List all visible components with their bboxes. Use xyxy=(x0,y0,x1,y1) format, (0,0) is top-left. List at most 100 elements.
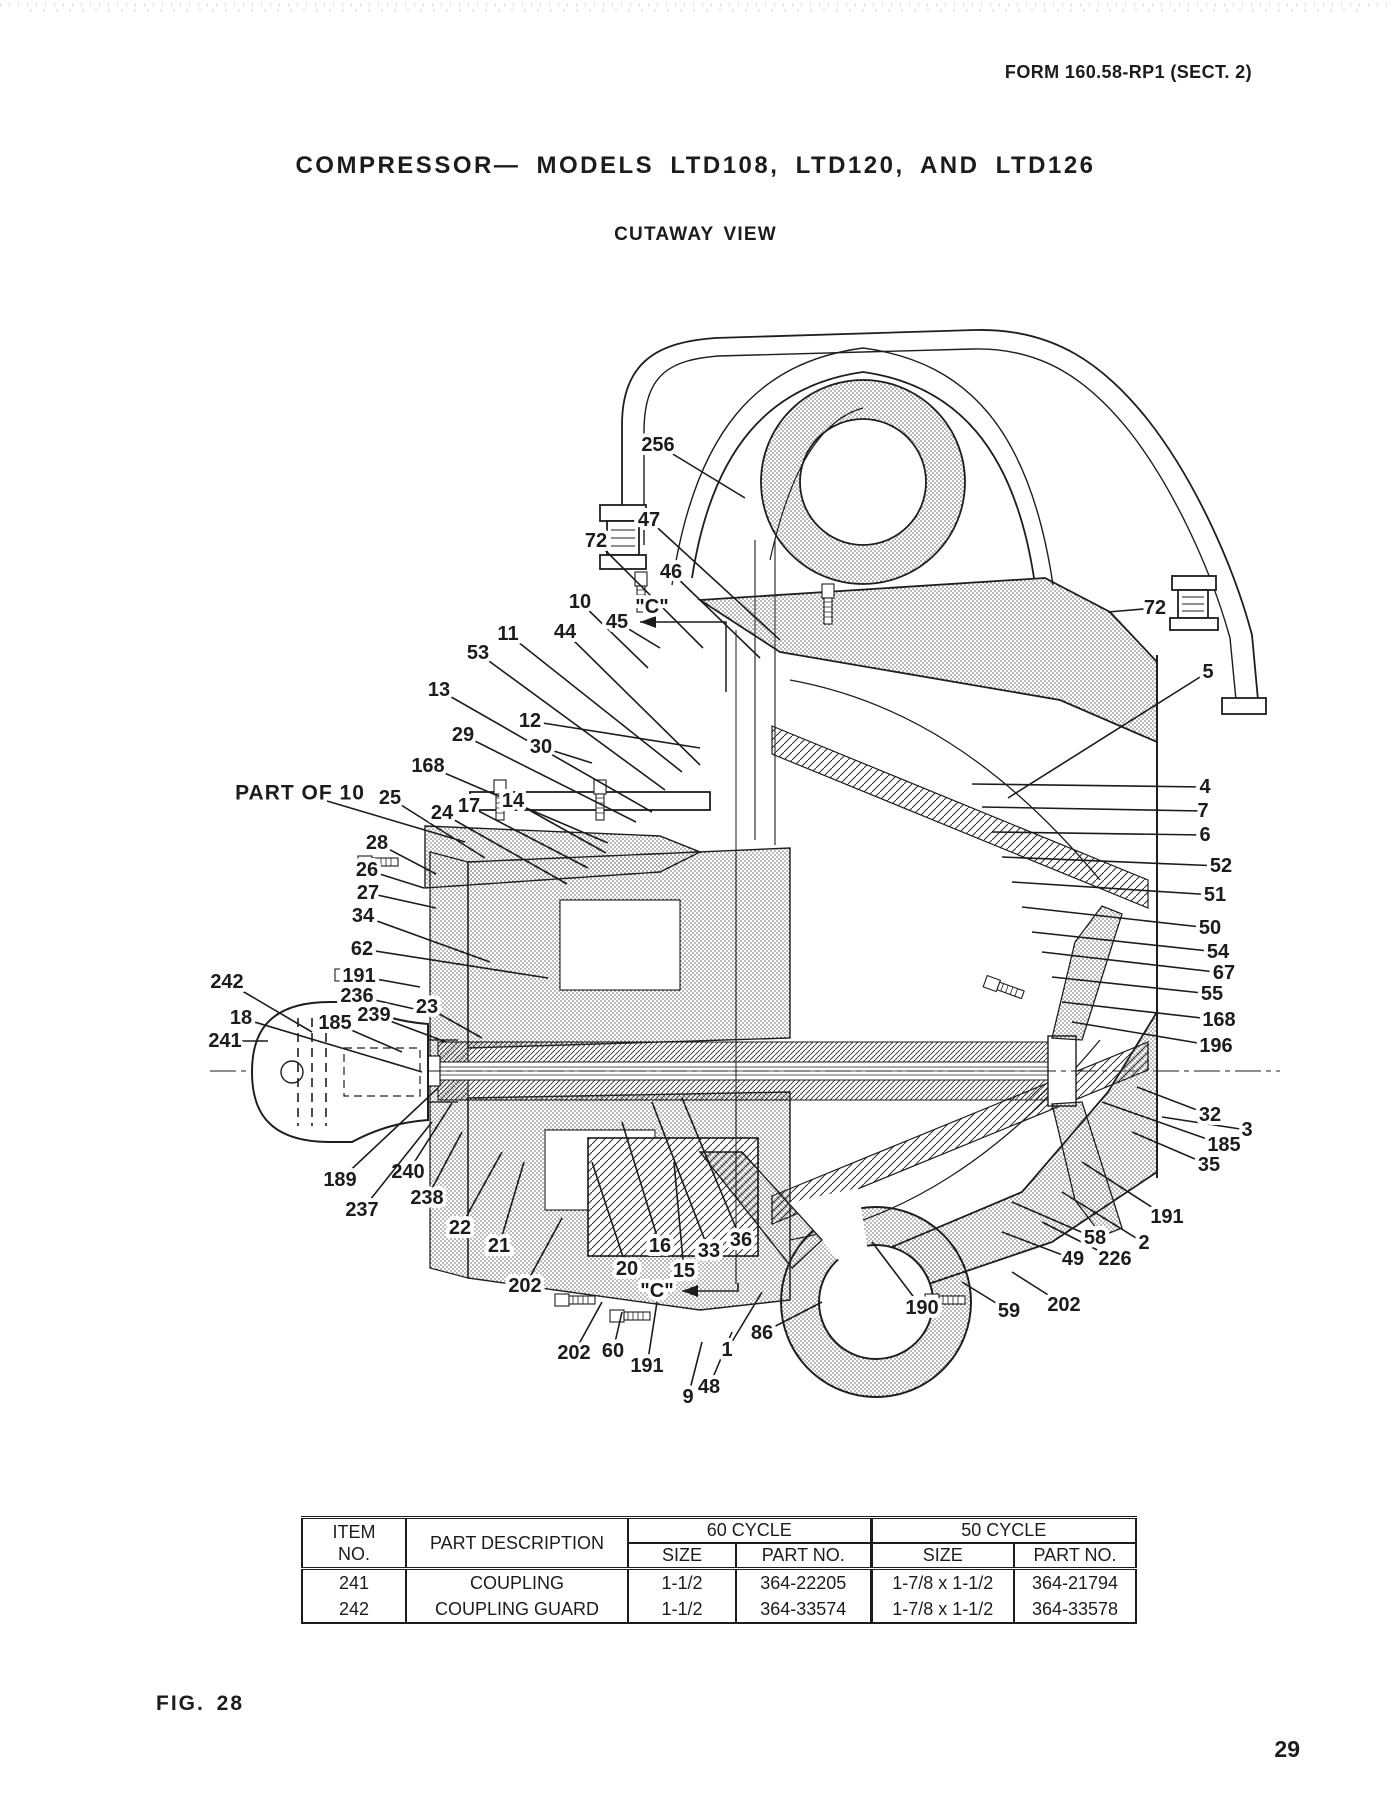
callout-leader xyxy=(299,792,466,843)
callout-leader xyxy=(961,1281,1010,1312)
callout-label: 13 xyxy=(428,679,450,701)
callout-label: 58 xyxy=(1084,1227,1106,1249)
callout-label: 35 xyxy=(1198,1154,1220,1176)
callout-leader xyxy=(687,1341,703,1398)
callout-label: 3 xyxy=(1241,1119,1252,1141)
callout-label: 51 xyxy=(1204,884,1226,906)
bolt-icon xyxy=(982,974,1025,1000)
callout-label: 241 xyxy=(208,1030,241,1052)
callout-label: 196 xyxy=(1199,1035,1232,1057)
callout-leader xyxy=(358,975,421,988)
callout-label: 16 xyxy=(649,1235,671,1257)
callout-leader xyxy=(389,797,486,859)
callout-label: 33 xyxy=(698,1240,720,1262)
callout-label: 14 xyxy=(502,790,525,812)
shaft xyxy=(210,1035,1280,1107)
callout-leader xyxy=(459,1151,503,1229)
callout-leader xyxy=(1001,1231,1074,1260)
callout-label: 191 xyxy=(630,1355,663,1377)
callout-label: 28 xyxy=(366,832,388,854)
callout-label: 189 xyxy=(323,1169,356,1191)
callout-leader xyxy=(1101,1101,1225,1146)
callout-label: 47 xyxy=(638,509,660,531)
callout-leader xyxy=(591,1161,628,1270)
callout-label: 13 xyxy=(428,679,450,701)
callout-leader xyxy=(708,1331,733,1388)
callout-label: 25 xyxy=(379,787,401,809)
callout-label: 9 xyxy=(682,1386,693,1408)
callout-label: 239 xyxy=(357,1004,390,1026)
section-arrow-icon xyxy=(682,1285,698,1297)
callout-label: 49 xyxy=(1062,1248,1084,1270)
callout-label: 185 xyxy=(1207,1134,1240,1156)
callout-leader xyxy=(1021,906,1211,929)
callout-leader xyxy=(871,1241,923,1309)
bolt-glyphs xyxy=(334,571,1025,1323)
callout-leader xyxy=(529,720,701,749)
callout-label: 238 xyxy=(410,1187,443,1209)
callout-label: 236 xyxy=(340,985,373,1007)
callout-leader xyxy=(612,1311,623,1352)
callout-label: 24 xyxy=(431,802,454,824)
section-label: "C" xyxy=(640,1280,673,1302)
callout-leader xyxy=(981,806,1204,812)
callout-leader xyxy=(1071,1021,1217,1047)
callout-label: 191 xyxy=(630,1355,663,1377)
col-header-partno-60: PART NO. xyxy=(734,1543,873,1570)
callout-label: 18 xyxy=(230,1007,252,1029)
callout-leader xyxy=(616,621,661,649)
callout-label: 62 xyxy=(351,938,373,960)
callout-leader xyxy=(362,915,491,963)
callout-label: 30 xyxy=(530,736,552,758)
callout-label: 202 xyxy=(508,1275,541,1297)
callout-label: 48 xyxy=(698,1376,720,1398)
callout-label: 202 xyxy=(1047,1294,1080,1316)
callout-label: 256 xyxy=(641,434,674,456)
callout-label: 3 xyxy=(1241,1119,1252,1141)
callout-label: 34 xyxy=(352,905,375,927)
callout-label: 185 xyxy=(318,1012,351,1034)
callout-label: 191 xyxy=(1150,1206,1183,1228)
callout-label: 29 xyxy=(452,724,474,746)
callout-label: 24 xyxy=(431,802,454,824)
callout-label: 18 xyxy=(230,1007,252,1029)
callout-leader xyxy=(595,540,704,649)
callout-leader xyxy=(646,1301,658,1367)
callout-label: 11 xyxy=(497,623,518,645)
callout-label: 34 xyxy=(352,905,375,927)
callout-label: 202 xyxy=(1047,1294,1080,1316)
callout-leader xyxy=(1131,1131,1210,1166)
scan-noise xyxy=(0,3,1391,7)
callout-label: 45 xyxy=(606,611,628,633)
callout-label: 15 xyxy=(673,1260,695,1282)
callout-leader xyxy=(361,1121,433,1211)
callout-label: 168 xyxy=(1202,1009,1235,1031)
callout-leader xyxy=(1011,1271,1065,1306)
callout-leader xyxy=(498,1161,525,1247)
callout-label: 48 xyxy=(698,1376,720,1398)
callout-leader xyxy=(426,1131,463,1199)
callout-label: 25 xyxy=(379,787,401,809)
callout-leader xyxy=(240,1017,423,1073)
callout-label: 191 xyxy=(342,965,375,987)
callout-label: 238 xyxy=(410,1187,443,1209)
bolt-icon xyxy=(634,571,648,613)
callout-leader xyxy=(1081,1161,1168,1218)
callout-label: 168 xyxy=(411,755,444,777)
callout-label: 72 xyxy=(585,530,607,552)
callout-label: 50 xyxy=(1199,917,1221,939)
callout-label: 27 xyxy=(357,882,379,904)
callout-leader xyxy=(407,1102,453,1173)
callout-label: 168 xyxy=(1202,1009,1235,1031)
callout-label: 72 xyxy=(585,530,607,552)
discharge-pipe xyxy=(599,329,1267,715)
callout-label: 21 xyxy=(488,1235,510,1257)
col-group-50-cycle: 50 CYCLE xyxy=(869,1516,1138,1544)
callout-label: 45 xyxy=(606,611,628,633)
page-number: 29 xyxy=(1274,1736,1300,1762)
callout-layer: 2562564747727246461010454544441111535313… xyxy=(204,430,1256,1412)
callout-label: 9 xyxy=(682,1386,693,1408)
section-label: "C" xyxy=(640,1280,673,1302)
callout-label: 14 xyxy=(502,790,525,812)
callout-label: 58 xyxy=(1084,1227,1106,1249)
